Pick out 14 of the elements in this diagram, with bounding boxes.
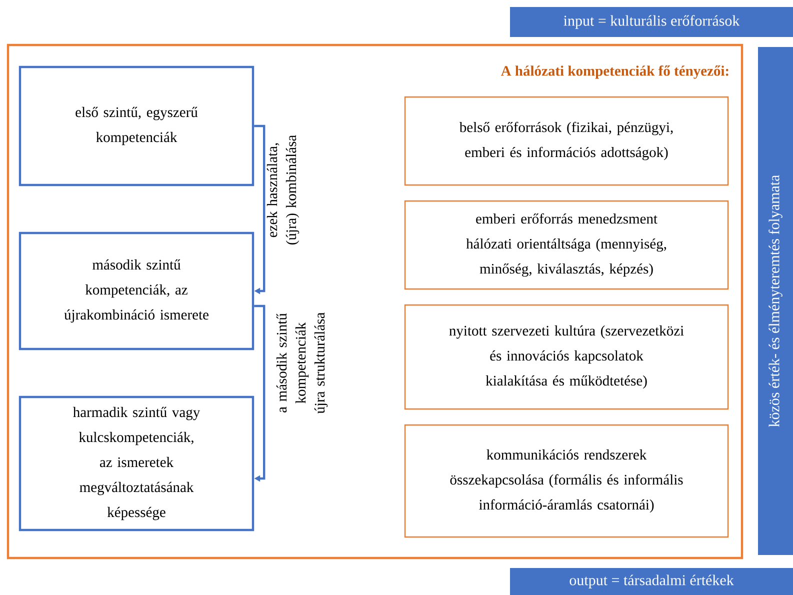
competence-box: második szintű kompetenciák, az újrakombináció ismerete (18, 232, 254, 350)
competence-box: harmadik szintű vagy kulcskompetenciák, az ismeretek megváltoztatásának képessége (18, 396, 254, 532)
flow-band: output = társadalmi értékek (510, 568, 793, 595)
factor-box: emberi erőforrás menedzsment hálózati orientáltsága (mennyiség, minőség, kiválasztás, képzés) (404, 200, 729, 290)
connector-arrow (254, 124, 266, 294)
factor-box: nyitott szervezeti kultúra (szervezetközi és innovációs kapcsolatok kialakítása és működtetése) (404, 304, 729, 410)
flow-band: közös érték- és élményteremtés folyamata (758, 47, 793, 555)
connector-arrow (254, 304, 266, 482)
competence-box: első szintű, egyszerű kompetenciák (18, 66, 254, 186)
edge-label: a második szintű kompetenciák újra strukturálása (276, 312, 328, 414)
factor-box: belső erőforrások (fizikai, pénzügyi, emberi és információs adottságok) (404, 96, 729, 186)
flow-band: input = kulturális erőforrások (510, 7, 793, 37)
edge-label: ezek használata, (újra) kombinálása (266, 135, 300, 245)
factor-box: kommunikációs rendszerek összekapcsolása (formális és informális információ-áramlás csatornái) (404, 424, 729, 538)
